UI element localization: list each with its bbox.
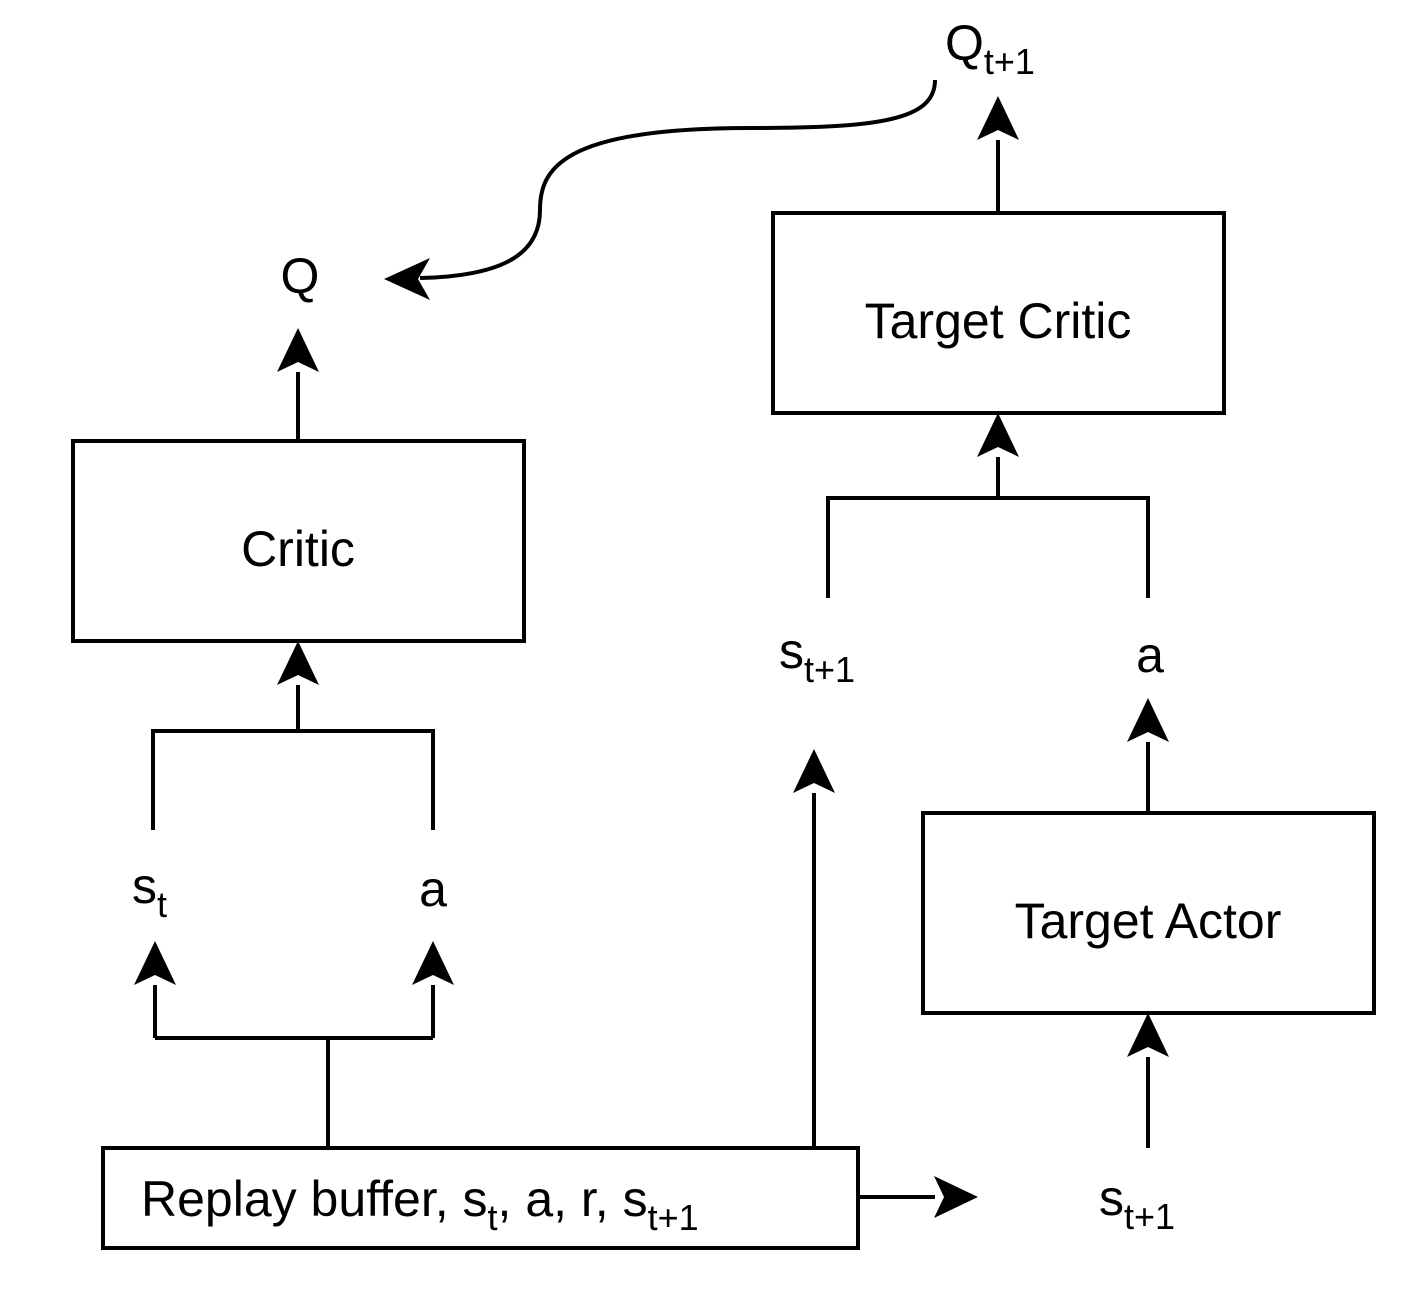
s-next-to-target-actor-arrow: [1127, 1013, 1169, 1148]
a-right-label: a: [1136, 627, 1164, 683]
a-left-label: a: [419, 861, 447, 917]
s-next-mid-label: st+1: [779, 623, 855, 690]
replay-to-critic-inputs-connector: [134, 941, 454, 1148]
target-critic-inputs-merge-connector: [826, 413, 1150, 598]
replay-buffer-label: Replay buffer, st, a, r, st+1: [141, 1171, 699, 1238]
critic-box: Critic: [71, 439, 526, 643]
s-t-label: st: [132, 858, 167, 925]
target-critic-to-q-next-arrow: [977, 96, 1019, 213]
q-label: Q: [281, 248, 320, 304]
replay-to-s-next-mid-arrow: [793, 749, 835, 1148]
target-actor-box: Target Actor: [921, 811, 1376, 1015]
target-actor-to-a-arrow: [1127, 698, 1169, 813]
q-next-label: Qt+1: [945, 15, 1035, 82]
s-next-bottom-label: st+1: [1099, 1170, 1175, 1237]
replay-buffer-box: Replay buffer, st, a, r, st+1: [101, 1146, 860, 1250]
critic-to-q-arrow: [277, 328, 319, 441]
q-next-to-q-curve-arrow: [384, 79, 937, 300]
target-critic-box: Target Critic: [771, 211, 1226, 415]
critic-inputs-merge-connector: [151, 641, 435, 830]
critic-label: Critic: [241, 521, 355, 577]
target-critic-label: Target Critic: [865, 293, 1132, 349]
replay-to-s-next-bottom-arrow: [858, 1176, 978, 1218]
target-actor-label: Target Actor: [1015, 893, 1282, 949]
